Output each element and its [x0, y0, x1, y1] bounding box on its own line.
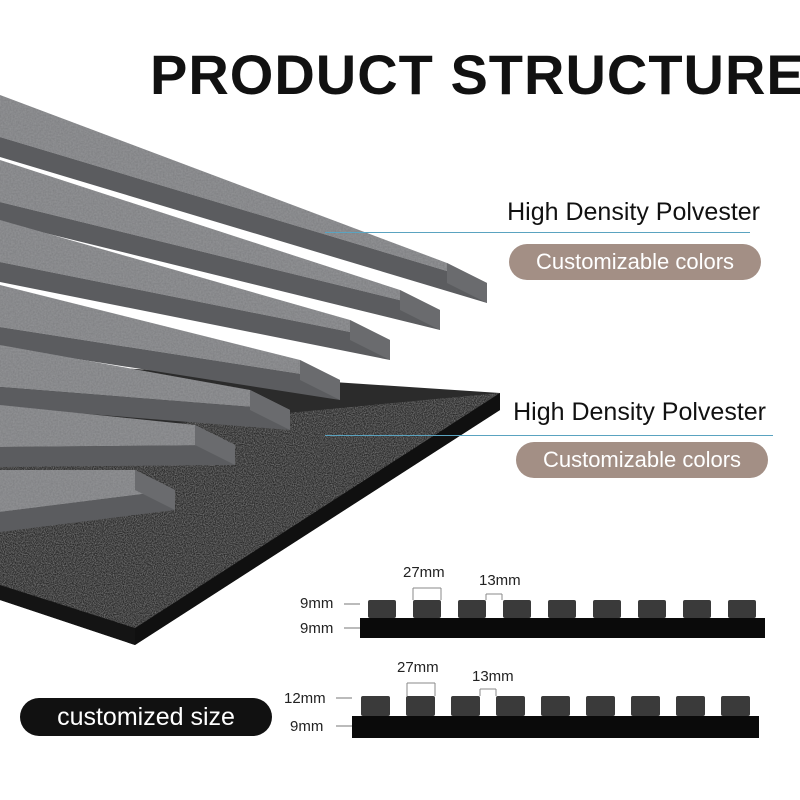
profile-1-gap: 13mm — [479, 572, 521, 589]
slat-end-face — [400, 290, 440, 330]
slat-texture — [0, 345, 290, 410]
slat-texture — [0, 285, 340, 380]
slat-front-face — [0, 387, 290, 430]
slat-layer — [0, 95, 487, 532]
slat-end-face — [250, 390, 290, 430]
profile-2-slat-height: 12mm — [284, 690, 326, 707]
slat-front-face — [0, 262, 390, 360]
slat-end-face — [300, 360, 340, 400]
layer-label-bottom: High Density Polvester — [513, 398, 766, 426]
slat-end-face — [447, 263, 487, 303]
slat-front-face — [0, 445, 235, 467]
slat-texture — [0, 470, 175, 512]
slat-end-face — [350, 320, 390, 360]
page-title: PRODUCT STRUCTURE — [150, 43, 800, 106]
badge-colors-bottom: Customizable colors — [516, 442, 768, 478]
slat-front-face — [0, 490, 175, 532]
slat-end-face — [135, 470, 175, 510]
profile-2-slat-width: 27mm — [397, 659, 439, 676]
profile-1-slat-height: 9mm — [300, 595, 334, 612]
customized-size-badge: customized size — [20, 698, 272, 736]
badge-colors-top: Customizable colors — [509, 244, 761, 280]
layer-label-top: High Density Polvester — [507, 198, 760, 226]
slat-front-face — [0, 327, 340, 400]
slat-texture — [0, 160, 440, 310]
profile-1-slat-width: 27mm — [403, 564, 445, 581]
profile-1-base-height: 9mm — [300, 620, 334, 637]
slat-front-face — [0, 202, 440, 330]
profile-2-base-height: 9mm — [290, 718, 324, 735]
slat-texture — [0, 220, 390, 340]
leader-line-top — [325, 232, 750, 233]
profile-2-gap: 13mm — [472, 668, 514, 685]
slat-texture — [0, 95, 487, 283]
leader-line-bottom — [325, 435, 773, 436]
slat-texture — [0, 405, 235, 447]
slat-front-face — [0, 137, 487, 303]
slat-end-face — [195, 425, 235, 465]
